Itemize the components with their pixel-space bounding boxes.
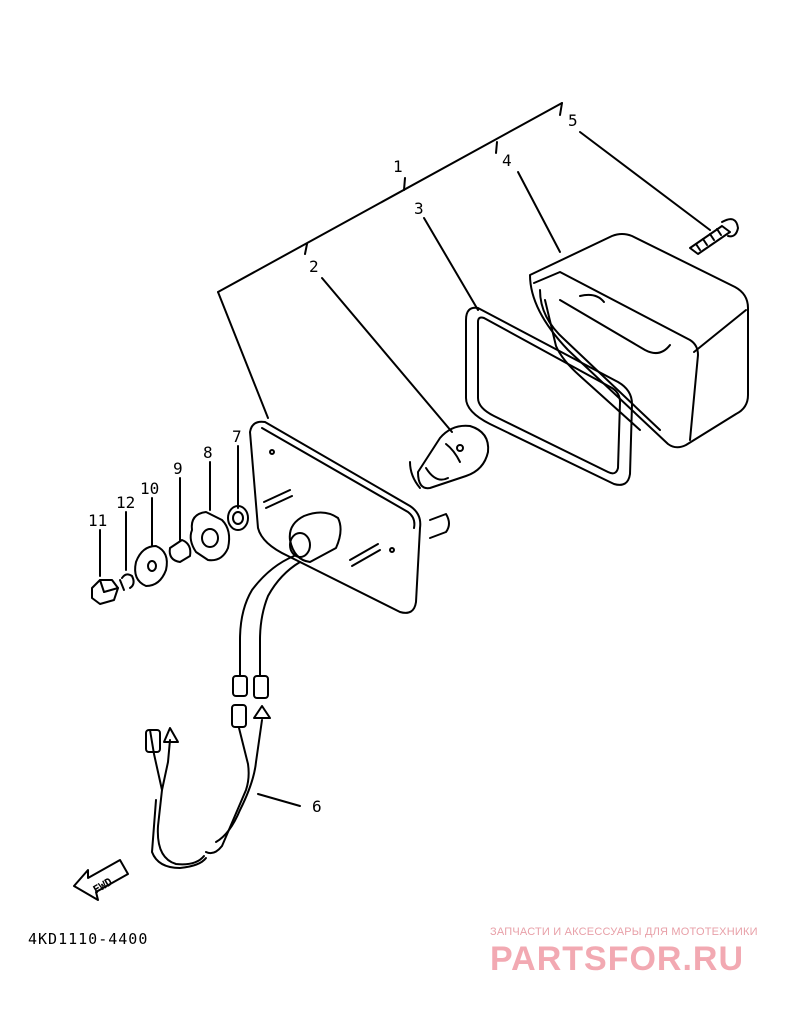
callout-labels: 1 2 3 4 5 6 7 8 9 10 11 12 FWD — [88, 111, 578, 897]
callout-11: 11 — [88, 511, 107, 530]
leader-part-2 — [321, 277, 453, 433]
gasket — [465, 306, 633, 486]
tick-part-2 — [304, 243, 308, 255]
leader-part-3 — [423, 217, 479, 311]
base-plate — [249, 420, 450, 614]
callout-2: 2 — [309, 257, 319, 276]
washer-10 — [134, 545, 168, 587]
screw — [689, 218, 739, 255]
watermark-tagline: ЗАПЧАСТИ И АКСЕССУАРЫ ДЛЯ МОТОТЕХНИКИ — [490, 926, 758, 938]
grommet — [189, 511, 231, 562]
leader-part-5 — [579, 131, 711, 231]
callout-3: 3 — [414, 199, 424, 218]
leader-part-4 — [517, 171, 561, 253]
fwd-arrow-icon — [73, 859, 129, 901]
callout-4: 4 — [502, 151, 512, 170]
callout-9: 9 — [173, 459, 183, 478]
callout-12: 12 — [116, 493, 135, 512]
nut — [91, 579, 119, 605]
callout-8: 8 — [203, 443, 213, 462]
callout-1: 1 — [393, 157, 403, 176]
spring-washer — [119, 573, 135, 591]
callout-10: 10 — [140, 479, 159, 498]
fwd-label: FWD — [91, 875, 115, 896]
washer-7 — [227, 505, 249, 531]
leader-group-to-plate — [217, 291, 269, 419]
watermark-logo: PARTSFOR.RU — [490, 940, 745, 978]
lens-housing — [529, 233, 749, 449]
diagram-code: 4KD1110-4400 — [28, 930, 149, 948]
callout-5: 5 — [568, 111, 578, 130]
callout-6: 6 — [312, 797, 322, 816]
bulb — [409, 424, 490, 490]
tick-part-5 — [559, 102, 563, 116]
wire-harness — [145, 555, 301, 869]
tick-part-4 — [495, 141, 498, 154]
callout-7: 7 — [232, 427, 242, 446]
group-bracket-line — [217, 102, 563, 293]
collar — [168, 539, 192, 563]
tick-part-1 — [403, 177, 406, 191]
leader-part-6 — [257, 793, 301, 807]
